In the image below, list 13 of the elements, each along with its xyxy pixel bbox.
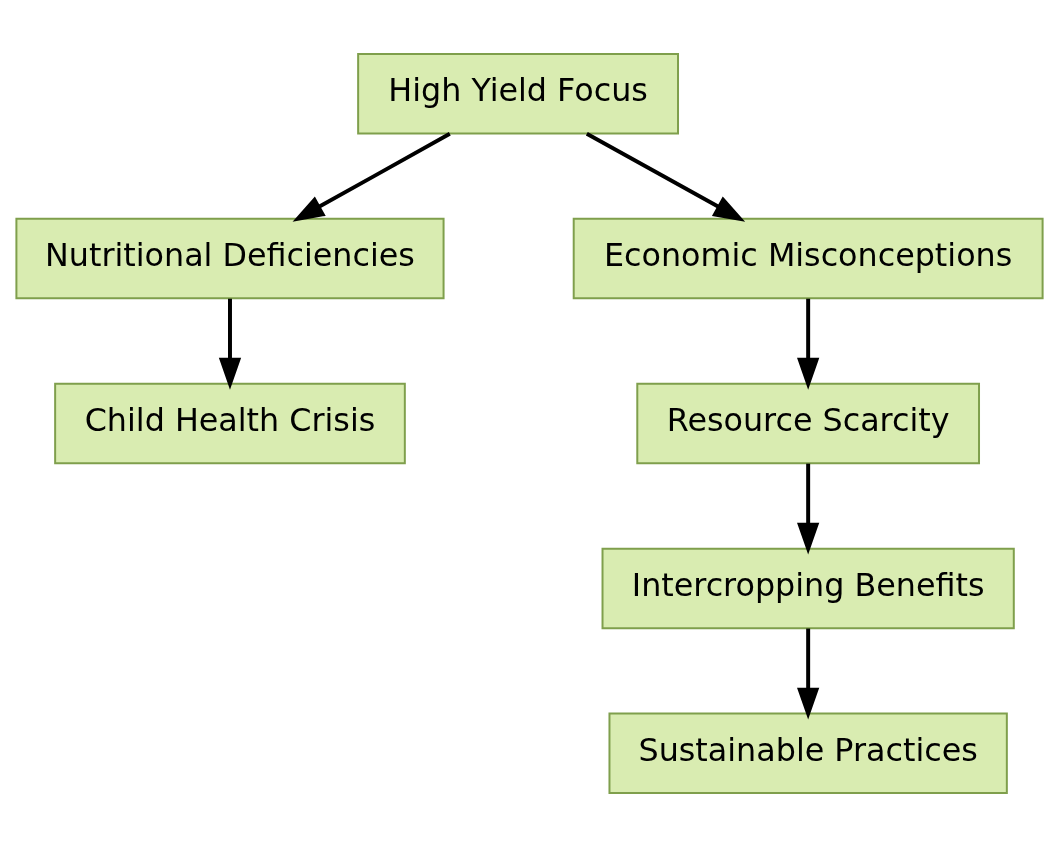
arrow: [797, 463, 820, 555]
arrow: [585, 131, 746, 222]
node-box: High Yield Focus: [357, 52, 679, 134]
node-box: Sustainable Practices: [608, 712, 1008, 794]
node-box: Resource Scarcity: [636, 382, 980, 464]
node-box: Nutritional Deficiencies: [15, 217, 445, 299]
arrow: [797, 298, 820, 390]
node-box: Intercropping Benefits: [601, 547, 1015, 629]
arrow: [797, 628, 820, 719]
node-box: Economic Misconceptions: [572, 217, 1044, 299]
arrow: [218, 298, 242, 390]
arrow: [292, 131, 451, 222]
node-box: Child Health Crisis: [54, 382, 406, 464]
